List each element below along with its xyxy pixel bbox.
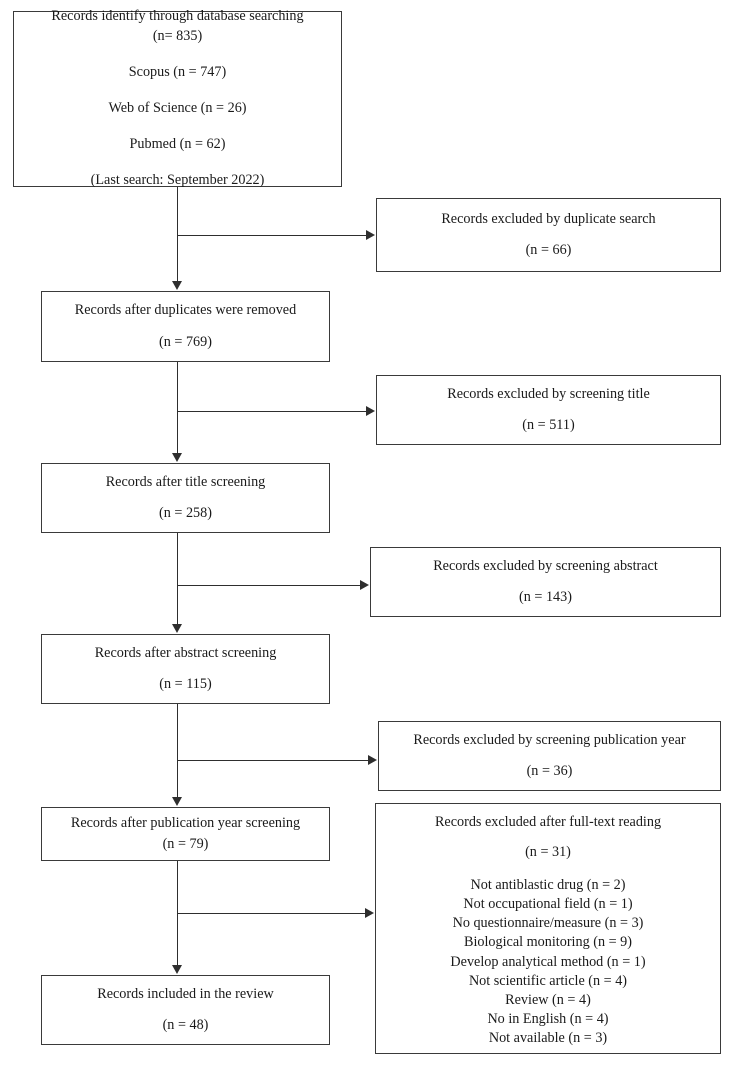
stage-count: (n = 769) xyxy=(159,333,212,350)
stage-box-publication-year-screening: Records after publication year screening… xyxy=(41,807,330,861)
exclusion-label: Records excluded by screening title xyxy=(447,385,650,402)
exclusion-count: (n = 143) xyxy=(519,589,572,605)
stage-label: Records after title screening xyxy=(105,473,266,490)
connector-horizontal-to-full-text-reading xyxy=(177,913,366,915)
connector-vertical-duplicates-to-title xyxy=(177,362,179,454)
connector-horizontal-to-duplicate-search xyxy=(177,235,367,237)
source-scopus: Scopus (n = 747) xyxy=(128,63,227,80)
identification-box: Records identify through database search… xyxy=(13,8,342,189)
arrow-down-icon xyxy=(172,453,182,462)
stage-box-included-in-review: Records included in the review (n = 48) xyxy=(41,975,330,1045)
stage-count: (n = 79) xyxy=(162,835,209,852)
exclusion-label: Records excluded by screening publicatio… xyxy=(413,731,686,748)
exclusion-box-duplicate-search: Records excluded by duplicate search (n … xyxy=(376,198,721,272)
arrow-down-icon xyxy=(172,797,182,806)
exclusion-count: (n = 36) xyxy=(526,763,573,779)
connector-vertical-identification-to-duplicates xyxy=(177,187,179,282)
arrow-right-icon xyxy=(360,580,369,590)
arrow-down-icon xyxy=(172,624,182,633)
exclusion-box-screening-title: Records excluded by screening title (n =… xyxy=(376,375,721,445)
exclusion-reason: Not antiblastic drug (n = 2) xyxy=(470,876,626,893)
stage-label: Records after abstract screening xyxy=(94,644,277,661)
exclusion-reason: Review (n = 4) xyxy=(505,991,591,1008)
arrow-right-icon xyxy=(368,755,377,765)
exclusion-reason: No in English (n = 4) xyxy=(487,1011,609,1028)
connector-vertical-abstract-to-publication-year xyxy=(177,704,179,798)
identification-count: (n= 835) xyxy=(152,27,203,44)
exclusion-reason: Develop analytical method (n = 1) xyxy=(450,953,646,970)
source-pubmed: Pubmed (n = 62) xyxy=(129,136,226,153)
connector-horizontal-to-screening-publication-year xyxy=(177,760,369,762)
stage-count: (n = 258) xyxy=(159,505,212,521)
exclusion-box-full-text-reading: Records excluded after full-text reading… xyxy=(375,803,721,1054)
connector-horizontal-to-screening-abstract xyxy=(177,585,361,587)
exclusion-reason: Not occupational field (n = 1) xyxy=(463,896,633,913)
exclusion-count: (n = 31) xyxy=(525,844,571,861)
exclusion-box-screening-abstract: Records excluded by screening abstract (… xyxy=(370,547,721,617)
arrow-down-icon xyxy=(172,281,182,290)
stage-count: (n = 48) xyxy=(162,1017,209,1033)
stage-label: Records included in the review xyxy=(97,985,274,1002)
exclusion-reason: No questionnaire/measure (n = 3) xyxy=(452,915,644,932)
last-search-date: (Last search: September 2022) xyxy=(90,172,265,189)
arrow-right-icon xyxy=(365,908,374,918)
connector-horizontal-to-screening-title xyxy=(177,411,367,413)
exclusion-reason: Not scientific article (n = 4) xyxy=(468,972,628,989)
arrow-down-icon xyxy=(172,965,182,974)
exclusion-label: Records excluded after full-text reading xyxy=(434,814,662,830)
exclusion-label: Records excluded by duplicate search xyxy=(441,210,656,227)
exclusion-reason-list: Not antiblastic drug (n = 2) Not occupat… xyxy=(450,875,645,1048)
arrow-right-icon xyxy=(366,230,375,240)
stage-box-title-screening: Records after title screening (n = 258) xyxy=(41,463,330,533)
exclusion-count: (n = 66) xyxy=(525,242,572,258)
stage-count: (n = 115) xyxy=(159,676,212,692)
arrow-right-icon xyxy=(366,406,375,416)
stage-label: Records after duplicates were removed xyxy=(74,302,297,319)
identification-title: Records identify through database search… xyxy=(51,8,304,25)
stage-label: Records after publication year screening xyxy=(70,815,301,832)
stage-box-abstract-screening: Records after abstract screening (n = 11… xyxy=(41,634,330,704)
exclusion-count: (n = 511) xyxy=(522,417,575,433)
exclusion-box-screening-publication-year: Records excluded by screening publicatio… xyxy=(378,721,721,791)
stage-box-duplicates-removed: Records after duplicates were removed (n… xyxy=(41,291,330,362)
exclusion-reason: Not available (n = 3) xyxy=(488,1030,608,1047)
exclusion-label: Records excluded by screening abstract xyxy=(433,557,658,574)
source-web-of-science: Web of Science (n = 26) xyxy=(108,100,247,116)
connector-vertical-title-to-abstract xyxy=(177,533,179,625)
exclusion-reason: Biological monitoring (n = 9) xyxy=(463,934,632,951)
